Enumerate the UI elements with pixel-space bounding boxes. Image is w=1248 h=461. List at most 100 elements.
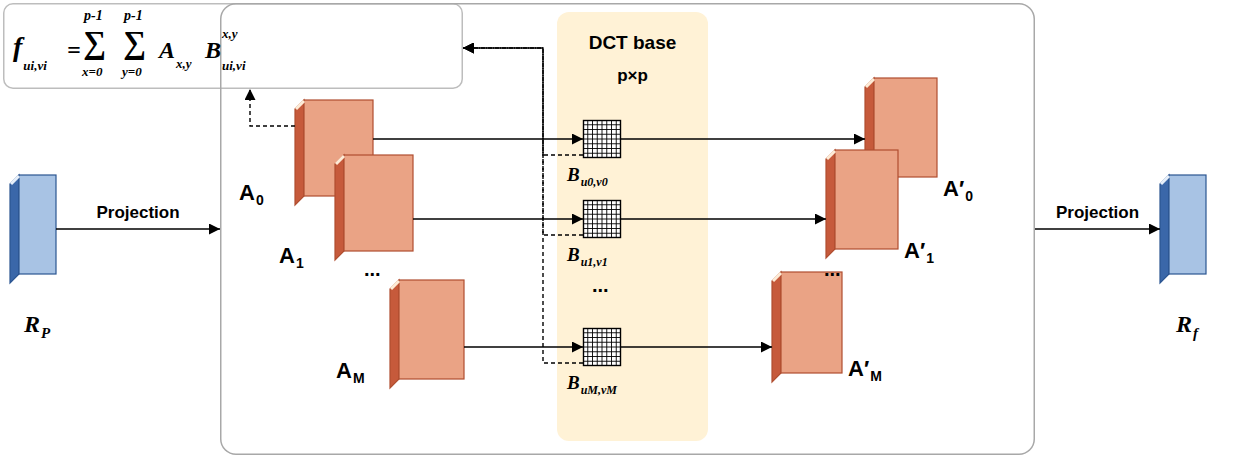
dct-basis-grid: Bu1,v1: [583, 200, 621, 238]
grid-border: [584, 329, 621, 366]
grid-line: [606, 120, 607, 158]
arrow-connector: [1035, 228, 1160, 230]
arrow-connector: [373, 138, 583, 140]
node-label: A′: [848, 356, 869, 381]
grid-line: [583, 351, 621, 352]
formula-term: p-1: [84, 8, 103, 24]
grid-line: [583, 361, 621, 362]
block-side: [10, 175, 19, 283]
arrow-connector: [413, 218, 583, 220]
formula-term: ui,vi: [222, 59, 245, 74]
edge-label: Projection: [1054, 203, 1141, 223]
label-subscript: p×p: [617, 66, 648, 86]
grid-line: [583, 223, 621, 224]
label-subscript: u1,v1: [581, 256, 608, 270]
block-side: [335, 155, 344, 260]
filtered-block: A′1: [826, 150, 898, 258]
grid-line: [583, 153, 621, 154]
grid-line: [606, 200, 607, 238]
arrow-connector: [464, 346, 583, 348]
dct-basis-grid: Bu0,v0: [583, 120, 621, 158]
grid-line: [611, 328, 612, 366]
feature-map-block: RP: [10, 175, 56, 283]
grid-line: [616, 200, 617, 238]
grid-shape: [583, 328, 621, 366]
dashed-connector: [463, 48, 583, 363]
label-subscript: f: [1193, 325, 1198, 342]
formula-term: f: [13, 31, 22, 63]
label-subscript: M: [870, 368, 882, 384]
block-top: [391, 281, 399, 289]
grid-shape: [583, 200, 621, 238]
block-side: [390, 280, 399, 388]
block-top: [336, 156, 344, 164]
node-label: A: [279, 243, 295, 268]
label-subscript: uM,vM: [581, 384, 617, 398]
block-front: [1169, 175, 1206, 274]
block-top: [866, 79, 874, 87]
block-front: [835, 150, 898, 249]
block-front: [399, 280, 464, 379]
grid-line: [583, 233, 621, 234]
block-shape: [390, 280, 464, 388]
block-shape: [826, 150, 898, 258]
node-label: B: [567, 372, 580, 394]
formula-term: A: [159, 37, 175, 65]
node-label: A′: [904, 238, 925, 263]
dashed-connector: [463, 48, 583, 155]
grid-line: [583, 139, 621, 140]
grid-line: [583, 228, 621, 229]
grid-line: [583, 347, 621, 348]
feature-map-block: Rf: [1160, 175, 1206, 283]
node-label: DCT base: [589, 32, 677, 54]
label-subscript: 0: [965, 188, 973, 204]
grid-border: [584, 121, 621, 158]
ellipsis-mark: ...: [824, 258, 841, 281]
formula-term: =: [67, 37, 81, 65]
arrow-connector: [621, 138, 865, 140]
dct-basis-grid: BuM,vM: [583, 328, 621, 366]
label-subscript: 1: [296, 255, 304, 271]
formula-term: y=0: [122, 65, 142, 80]
block-top: [827, 151, 835, 159]
block-shape: [10, 175, 56, 283]
dct-base-panel: DCT basep×pBu0,v0Bu1,v1BuM,vM: [557, 12, 708, 441]
module-frame: A0A1AMDCT basep×pBu0,v0Bu1,v1BuM,vMA′0A′…: [220, 3, 1035, 455]
formula-term: ∑: [83, 24, 106, 61]
node-label: A′: [943, 176, 964, 201]
label-subscript: M: [353, 370, 365, 386]
formula-term: x,y: [176, 57, 192, 72]
block-side: [295, 100, 304, 205]
grid-line: [583, 148, 621, 149]
block-front: [19, 175, 56, 274]
label-subscript: 0: [256, 192, 264, 208]
label-subscript: u0,v0: [581, 176, 608, 190]
label-subscript: P: [41, 325, 50, 342]
formula-term: x=0: [82, 65, 102, 80]
grid-line: [616, 328, 617, 366]
formula-term: ∑: [123, 24, 146, 61]
node-label: A: [239, 180, 255, 205]
formula-term: B: [205, 37, 221, 65]
node-label: R: [1176, 311, 1192, 339]
grid-line: [583, 219, 621, 220]
formula-term: ui,vi: [23, 59, 46, 74]
ellipsis-mark: ...: [592, 274, 609, 297]
block-top: [773, 273, 781, 281]
node-label: A: [336, 358, 352, 383]
block-side: [1160, 175, 1169, 283]
block-top: [296, 101, 304, 109]
node-label: R: [24, 311, 40, 339]
grid-line: [583, 143, 621, 144]
grid-line: [606, 328, 607, 366]
node-label: B: [567, 244, 580, 266]
edge-label: Projection: [94, 203, 181, 223]
component-block: A1: [335, 155, 413, 260]
block-front: [344, 155, 413, 251]
grid-shape: [583, 120, 621, 158]
block-shape: [772, 272, 842, 382]
grid-line: [583, 356, 621, 357]
block-top: [11, 176, 19, 184]
arrow-connector: [621, 346, 772, 348]
